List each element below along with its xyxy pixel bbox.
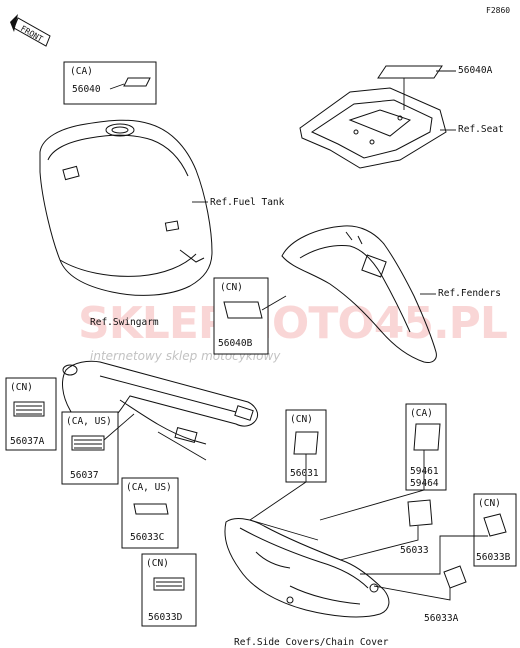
side-cover-drawing: Ref.Side Covers/Chain Cover — [224, 518, 390, 648]
label-56033C-box: (CA, US) 56033C — [121, 431, 207, 549]
label-56040B-box: (CN) 56040B — [213, 277, 287, 355]
part-number: 56040 — [72, 84, 101, 95]
ref-fuel-tank: Ref.Fuel Tank — [210, 197, 285, 208]
part-number: 56031 — [290, 468, 319, 479]
region-tag: (CN) — [220, 282, 243, 293]
ref-fenders: Ref.Fenders — [438, 288, 501, 299]
part-number: 56037 — [70, 470, 99, 481]
part-number-56040A: 56040A — [458, 65, 493, 76]
swingarm-drawing: Ref.Swingarm — [62, 317, 259, 445]
label-56037A-box: (CN) 56037A — [5, 377, 57, 451]
front-arrow-icon: FRONT — [10, 14, 51, 47]
seat-drawing: 56040A Ref.Seat — [299, 65, 504, 169]
part-number: 56033A — [424, 613, 459, 624]
watermark-brand: SKLEPMOTO45.PL — [78, 298, 507, 349]
label-56033A: 56033A — [373, 565, 467, 624]
label-56037-box: (CA, US) 56037 — [61, 411, 135, 485]
region-tag: (CN) — [478, 498, 501, 509]
region-tag: (CA) — [70, 66, 93, 77]
region-tag: (CN) — [290, 414, 313, 425]
figure-code: F2860 — [486, 6, 510, 15]
region-tag: (CA, US) — [66, 416, 112, 427]
ref-swingarm: Ref.Swingarm — [90, 317, 159, 328]
region-tag: (CA, US) — [126, 482, 172, 493]
part-number: 56033B — [476, 552, 511, 563]
region-tag: (CA) — [410, 408, 433, 419]
label-56033D-box: (CN) 56033D — [141, 553, 197, 627]
label-56033: 56033 — [339, 499, 433, 561]
part-number: 56037A — [10, 436, 45, 447]
label-56040-box: (CA) 56040 — [63, 61, 157, 105]
ref-seat: Ref.Seat — [458, 124, 504, 135]
fender-drawing: Ref.Fenders — [281, 225, 501, 363]
fuel-tank-drawing: Ref.Fuel Tank — [39, 119, 285, 296]
part-number: 56033D — [148, 612, 183, 623]
region-tag: (CN) — [10, 382, 33, 393]
region-tag: (CN) — [146, 558, 169, 569]
label-56031-box: (CN) 56031 — [248, 409, 327, 541]
part-number: 56033C — [130, 532, 164, 543]
ref-side-covers: Ref.Side Covers/Chain Cover — [234, 637, 389, 648]
label-56033B-box: (CN) 56033B — [360, 493, 517, 575]
part-number: 56033 — [400, 545, 429, 556]
label-59461-box: (CA) 59461 59464 — [319, 403, 447, 521]
part-number: 56040B — [218, 338, 253, 349]
